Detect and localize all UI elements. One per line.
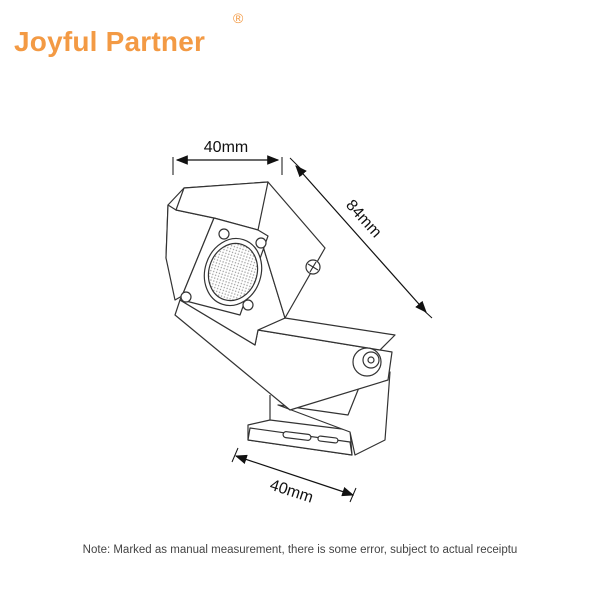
- registered-mark: ®: [233, 10, 244, 26]
- camera-body: [165, 181, 396, 456]
- length-label: 84mm: [342, 197, 384, 241]
- base-width-label: 40mm: [268, 477, 316, 507]
- top-width-label: 40mm: [204, 139, 248, 156]
- measurement-note: Note: Marked as manual measurement, ther…: [82, 544, 518, 556]
- dimension-top-width: 40mm: [172, 139, 283, 175]
- dimension-base-width: 40mm: [231, 447, 357, 507]
- brand-logo-text: Joyful Partner: [14, 26, 206, 57]
